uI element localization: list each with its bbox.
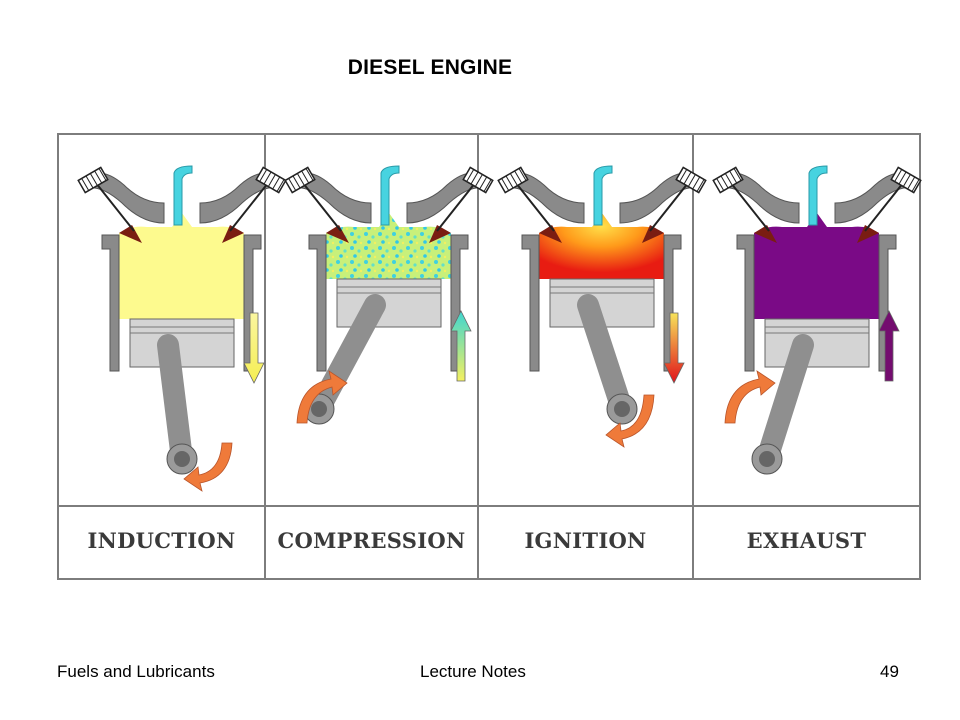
stroke-arrow-down bbox=[663, 312, 685, 384]
exhaust-valve-seat bbox=[642, 225, 664, 243]
exhaust-valve-spring bbox=[462, 166, 494, 194]
intake-valve-spring bbox=[712, 166, 744, 194]
intake-port bbox=[292, 172, 372, 224]
exhaust-valve-seat bbox=[857, 225, 879, 243]
engine-stage-induction bbox=[77, 165, 287, 492]
footer-notes-label: Lecture Notes bbox=[420, 662, 526, 681]
exhaust-valve-seat bbox=[429, 225, 451, 243]
connecting-rod bbox=[756, 334, 814, 470]
connecting-rod bbox=[577, 294, 633, 420]
rotation-arrow bbox=[183, 442, 233, 492]
exhaust-valve-stem bbox=[649, 177, 693, 232]
intake-valve-seat bbox=[754, 225, 777, 243]
cylinder-wall-left bbox=[521, 234, 540, 372]
crank-pin bbox=[174, 451, 190, 467]
exhaust-port bbox=[834, 172, 914, 224]
stage-label-compression: COMPRESSION bbox=[278, 528, 466, 553]
cylinder-wall-right bbox=[663, 234, 682, 372]
intake-valve-stem bbox=[726, 177, 770, 232]
intake-valve-stem bbox=[511, 177, 555, 232]
intake-valve-stem bbox=[298, 177, 342, 232]
rotation-arrow bbox=[724, 370, 776, 424]
exhaust-valve-stem bbox=[229, 177, 273, 232]
cylinder-wall-left bbox=[101, 234, 120, 372]
connecting-rod bbox=[308, 294, 386, 420]
crank-pin bbox=[759, 451, 775, 467]
combustion-gas bbox=[119, 213, 244, 319]
stroke-arrow-up bbox=[878, 310, 900, 382]
intake-port bbox=[505, 172, 585, 224]
stroke-arrow-down bbox=[243, 312, 265, 384]
rotation-arrow bbox=[605, 394, 655, 448]
exhaust-valve-stem bbox=[436, 177, 480, 232]
engine-stage-ignition bbox=[497, 165, 707, 448]
crank-pin bbox=[311, 401, 327, 417]
combustion-gas bbox=[539, 213, 664, 279]
exhaust-port bbox=[199, 172, 279, 224]
intake-port bbox=[720, 172, 800, 224]
cylinder-wall-left bbox=[736, 234, 755, 372]
piston bbox=[336, 278, 442, 328]
exhaust-valve-spring bbox=[255, 166, 287, 194]
slide-title: DIESEL ENGINE bbox=[347, 56, 513, 79]
fuel-injector bbox=[593, 165, 613, 226]
stage-label-exhaust: EXHAUST bbox=[747, 528, 867, 553]
stage-label-ignition: IGNITION bbox=[524, 528, 646, 553]
fuel-injector bbox=[808, 165, 828, 226]
combustion-gas bbox=[754, 213, 879, 319]
engine-stage-compression bbox=[284, 165, 494, 425]
stroke-arrow-up bbox=[450, 310, 472, 382]
intake-valve-seat bbox=[119, 225, 142, 243]
fuel-injector bbox=[173, 165, 193, 226]
intake-valve-spring bbox=[284, 166, 316, 194]
crank-pin bbox=[614, 401, 630, 417]
cylinder-wall-left bbox=[308, 234, 327, 372]
cylinder-wall-right bbox=[243, 234, 262, 372]
footer-page-number: 49 bbox=[880, 662, 899, 681]
combustion-gas bbox=[326, 213, 451, 279]
exhaust-valve-stem bbox=[864, 177, 908, 232]
fuel-injector bbox=[380, 165, 400, 226]
diesel-engine-diagram: INDUCTION COMPRESSION IGNITION EXHAUST bbox=[57, 133, 922, 580]
intake-port bbox=[85, 172, 165, 224]
diagram-frame bbox=[57, 133, 921, 580]
intake-valve-spring bbox=[77, 166, 109, 194]
intake-valve-seat bbox=[539, 225, 562, 243]
cylinder-wall-right bbox=[450, 234, 469, 372]
exhaust-valve-spring bbox=[890, 166, 922, 194]
engine-stage-exhaust bbox=[712, 165, 922, 475]
rotation-arrow bbox=[296, 370, 348, 424]
piston bbox=[129, 318, 235, 368]
cylinder-wall-right bbox=[878, 234, 897, 372]
piston bbox=[764, 318, 870, 368]
exhaust-port bbox=[619, 172, 699, 224]
footer-course-name: Fuels and Lubricants bbox=[57, 662, 215, 681]
stage-label-induction: INDUCTION bbox=[88, 528, 236, 553]
exhaust-port bbox=[406, 172, 486, 224]
connecting-rod bbox=[157, 334, 193, 470]
intake-valve-stem bbox=[91, 177, 135, 232]
exhaust-valve-spring bbox=[675, 166, 707, 194]
exhaust-valve-seat bbox=[222, 225, 244, 243]
intake-valve-seat bbox=[326, 225, 349, 243]
intake-valve-spring bbox=[497, 166, 529, 194]
